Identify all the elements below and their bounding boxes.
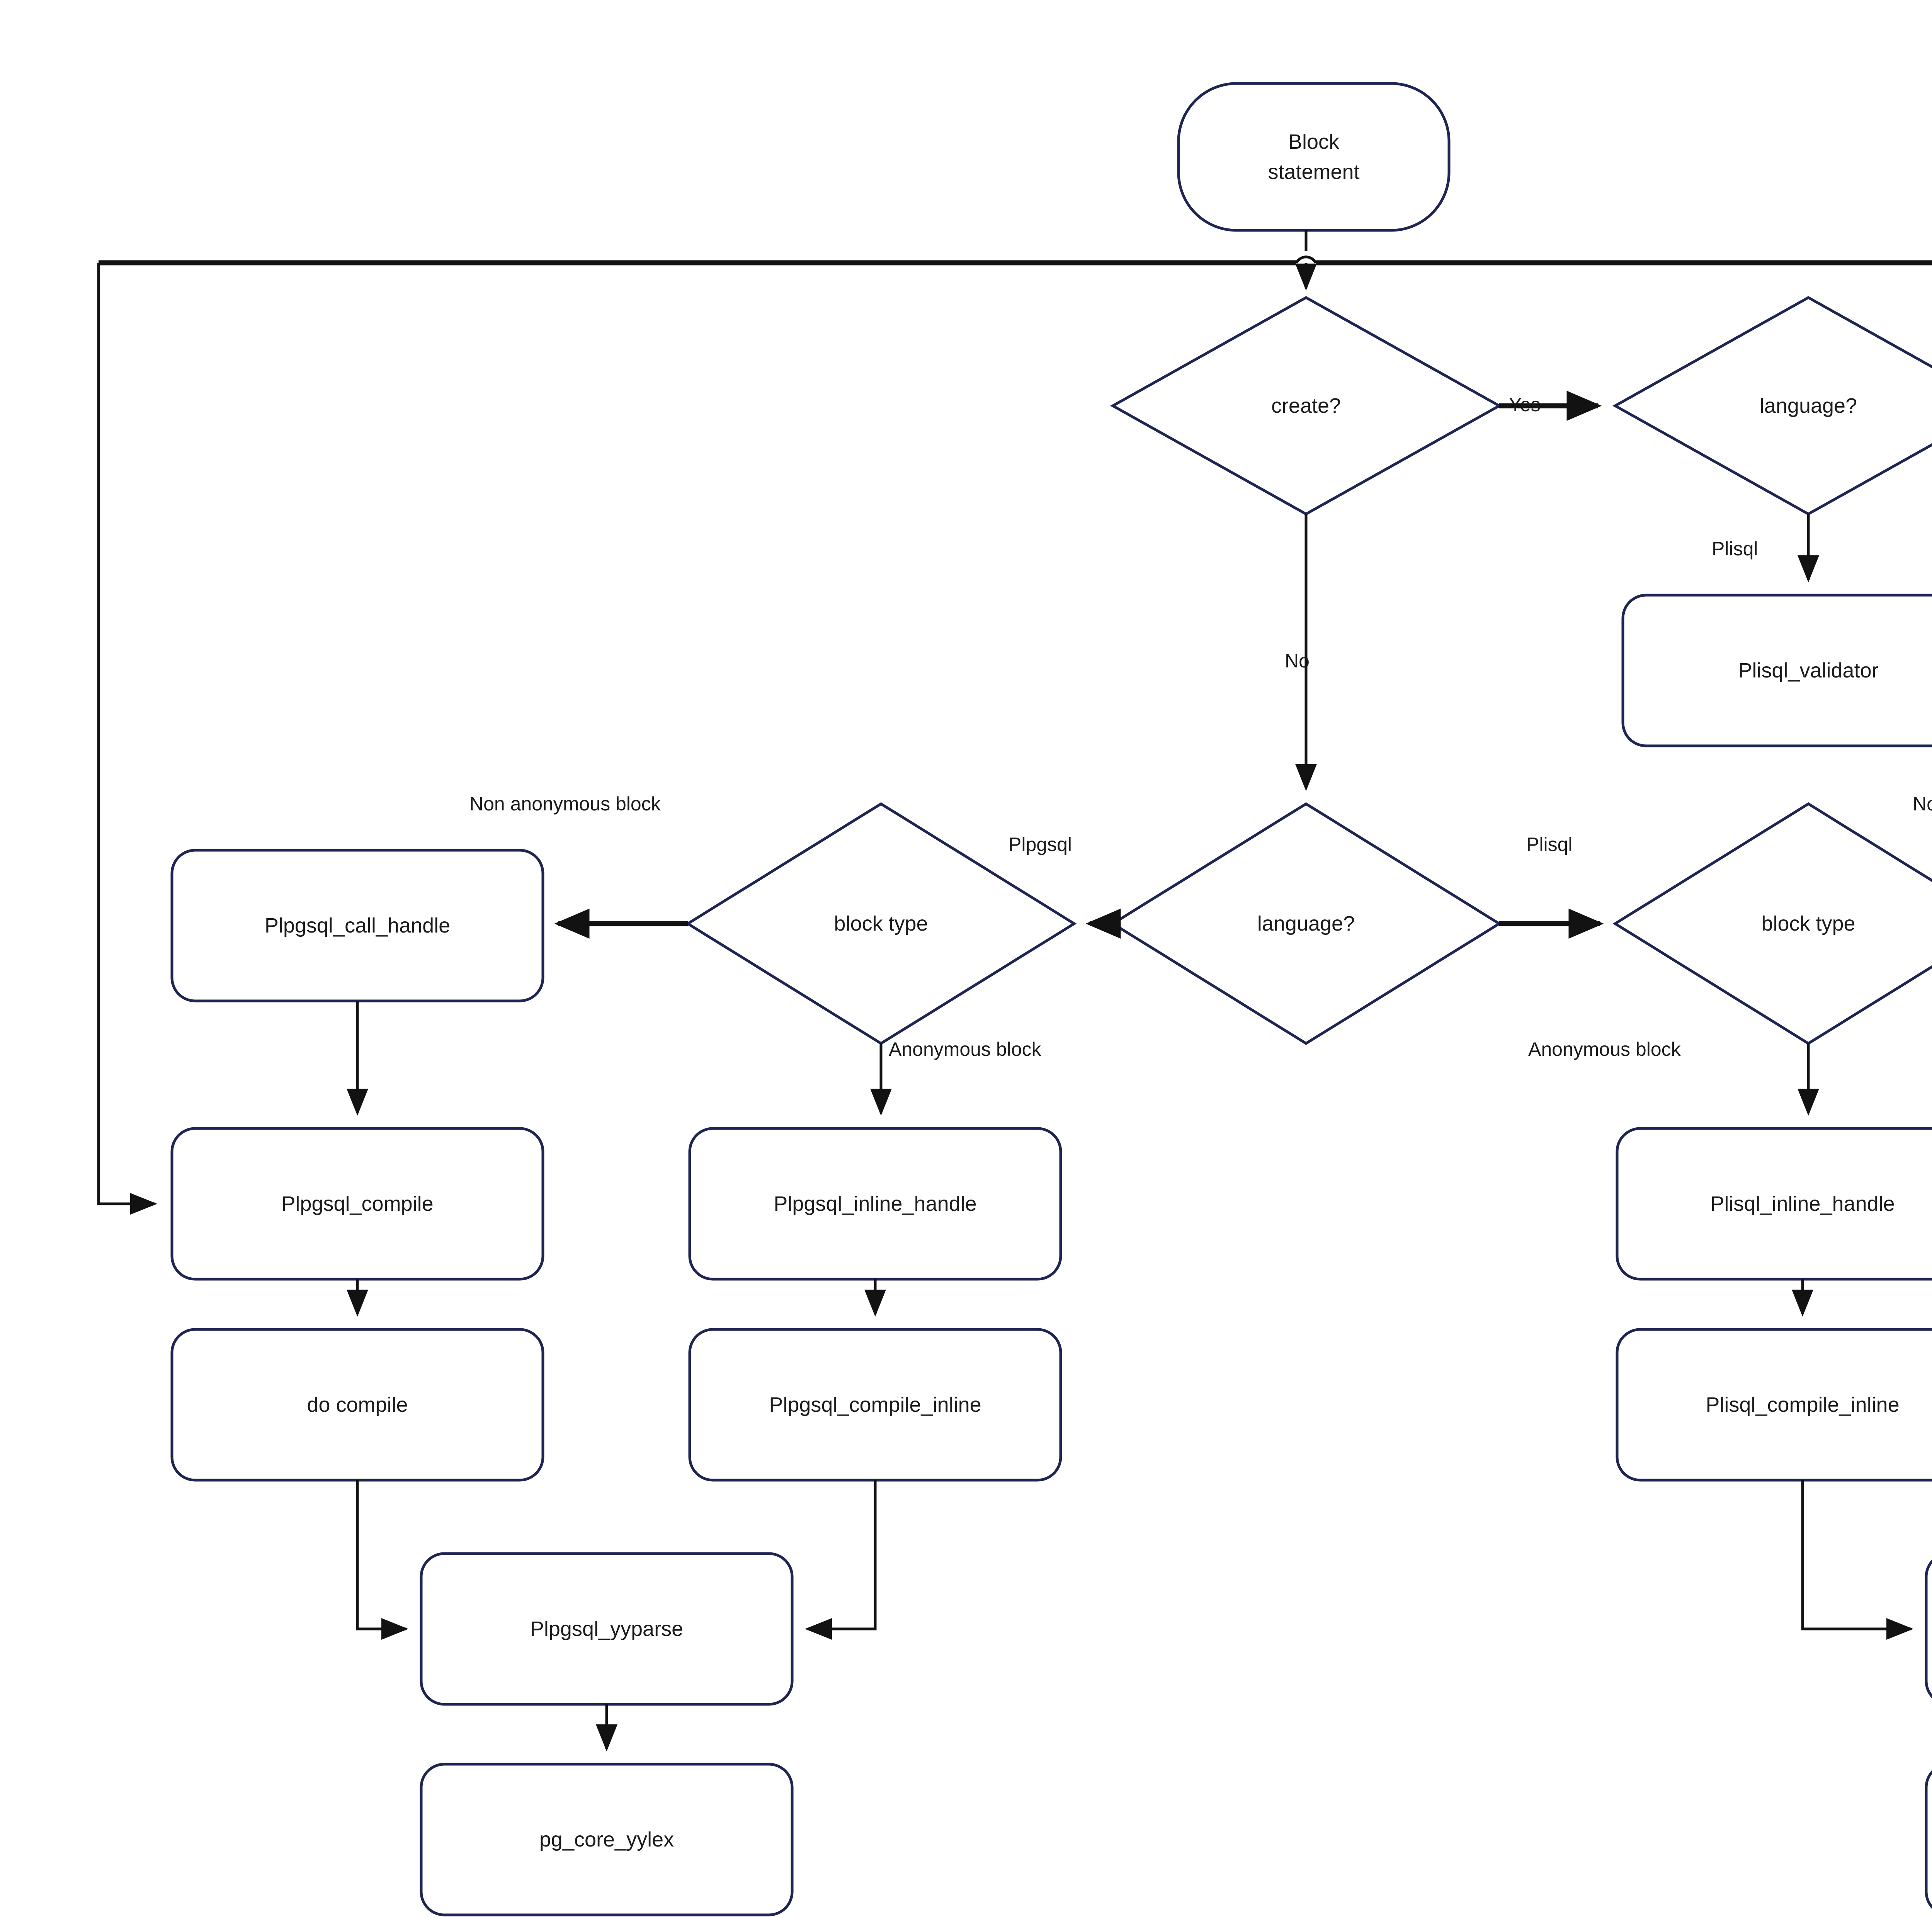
node-plpgsql-compile-inline-label[interactable]: Plpgsql_compile_inline [769, 1393, 981, 1416]
edge-label-no: No [1285, 650, 1310, 672]
node-plisql-compile-inline-label[interactable]: Plisql_compile_inline [1706, 1393, 1900, 1416]
node-plpgsql-compile-label[interactable]: Plpgsql_compile [281, 1192, 434, 1215]
node-plpgsql-call-handle-label[interactable]: Plpgsql_call_handle [264, 914, 451, 937]
node-plisql-yyparse-shape [1925, 1559, 1932, 1698]
edge-do-compile-left-to-yyparse [356, 1480, 408, 1640]
node-language-mid-label[interactable]: language? [1257, 912, 1355, 935]
node-do-compile-left-label[interactable]: do compile [307, 1393, 408, 1416]
node-language-mid-shape [1110, 802, 1502, 1045]
node-ora-core-yylex-label[interactable]: ora_core_yylex [1926, 1764, 1932, 1915]
node-create-label[interactable]: create? [1271, 394, 1341, 417]
node-pg-core-yylex-label[interactable]: pg_core_yylex [539, 1828, 674, 1851]
edge-plisql-compile-inline-to-yyparse [1801, 1480, 1913, 1640]
edge-label-anon-right: Anonymous block [1528, 1038, 1681, 1060]
node-plisql-validator-shape [1621, 594, 1932, 747]
edge-label-anon-left: Anonymous block [889, 1038, 1041, 1060]
edge-label-non-anon-left: Non anonymous block [469, 793, 661, 815]
node-plpgsql-inline-handle-label[interactable]: Plpgsql_inline_handle [774, 1192, 977, 1215]
edge-label-yes: Yes [1509, 394, 1541, 415]
node-block-statement-label[interactable]: Block statement [1268, 130, 1360, 184]
edge-label-plisql-top: Plisql [1712, 538, 1758, 560]
edge-label-non-anon-right: Non anonymous block [1913, 793, 1932, 815]
edge-top-bus-left-drop [97, 263, 157, 1215]
node-plisql-validator-label[interactable]: Plisql_validator [1738, 659, 1879, 682]
node-pg-core-yylex-shape [420, 1763, 794, 1916]
node-language-top-label[interactable]: language? [1759, 394, 1857, 417]
edge-line-hop-arc [1295, 255, 1317, 264]
node-plpgsql-yyparse-label[interactable]: Plpgsql_yyparse [530, 1617, 684, 1641]
edge-label-plisql-mid: Plisql [1526, 834, 1573, 855]
node-block-type-left-label[interactable]: block type [834, 912, 928, 935]
node-block-statement-shape [1177, 82, 1451, 232]
edge-label-plpgsql-mid: Plpgsql [1009, 834, 1072, 855]
edge-plpgsql-compile-inline-to-yyparse [805, 1480, 877, 1640]
node-block-type-right-label[interactable]: block type [1761, 912, 1855, 935]
node-ora-core-yylex-shape [1925, 1770, 1932, 1909]
node-plisql-yyparse-label[interactable]: Plisql_yyparse [1926, 1554, 1932, 1704]
node-plisql-inline-handle-label[interactable]: Plisql_inline_handle [1710, 1192, 1895, 1215]
